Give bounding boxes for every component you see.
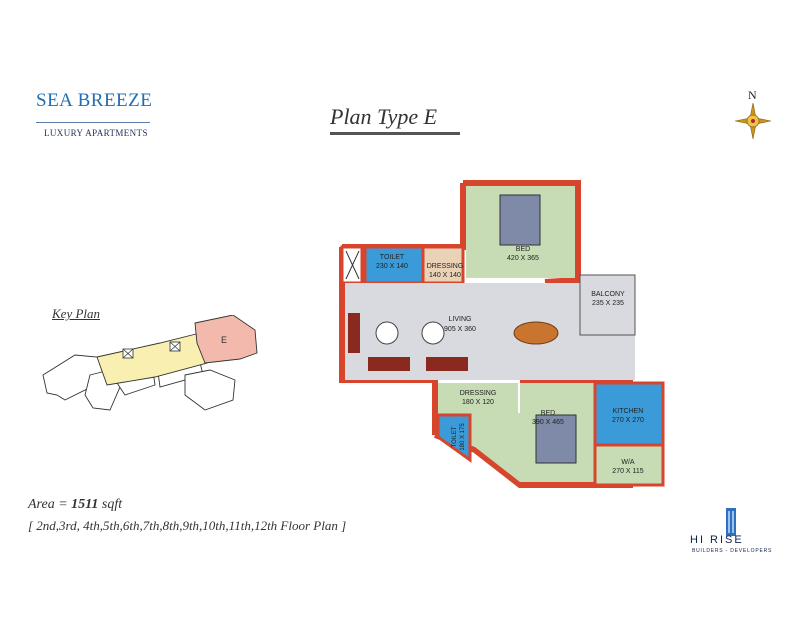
bed2-size: 390 X 465 — [532, 419, 564, 426]
logo-subtitle: LUXURY APARTMENTS — [44, 128, 148, 138]
logo-brand: SEA BREEZE — [36, 90, 153, 111]
bed1-size: 420 X 365 — [507, 255, 539, 262]
toilet1-name: TOILET — [380, 254, 405, 261]
toilet2-room — [436, 413, 472, 463]
plan-title: Plan Type E — [330, 104, 438, 129]
living-name: LIVING — [449, 316, 472, 323]
building-icon — [726, 508, 736, 536]
logo-divider — [36, 122, 150, 123]
floor-plan: TOILET 230 X 140 DRESSING 140 X 140 BED … — [339, 180, 665, 488]
kitchen-name: KITCHEN — [613, 408, 644, 415]
compass-icon — [735, 103, 771, 139]
wa-name: W/A — [621, 459, 635, 466]
key-plan-label: Key Plan — [52, 306, 101, 321]
area-value: 1511 — [71, 497, 99, 512]
living-walls — [342, 183, 466, 250]
hi-rise-logo: HI RISE BUILDERS - DEVELOPERS — [690, 508, 785, 568]
area-prefix: Area = — [28, 497, 72, 512]
living-size: 905 X 360 — [444, 326, 476, 333]
key-plan-unit-marker: E — [221, 335, 227, 345]
toilet2-size: 180 X 175 — [460, 423, 466, 451]
kitchen-size: 270 X 270 — [612, 417, 644, 424]
dressing1-name: DRESSING — [427, 263, 464, 270]
bed2-name: BED — [541, 410, 555, 417]
balcony-room — [579, 274, 636, 336]
wa-size: 270 X 115 — [612, 468, 644, 475]
dressing1-size: 140 X 140 — [429, 272, 461, 279]
toilet1-size: 230 X 140 — [376, 263, 408, 270]
balcony-size: 235 X 235 — [592, 300, 624, 307]
builder-tagline: BUILDERS - DEVELOPERS — [692, 548, 773, 554]
sea-breeze-logo: SEA BREEZE LUXURY APARTMENTS — [30, 88, 158, 140]
dressing2-room — [438, 383, 518, 413]
balcony-name: BALCONY — [591, 291, 625, 298]
floors-text: [ 2nd,3rd, 4th,5th,6th,7th,8th,9th,10th,… — [28, 518, 347, 533]
area-text: Area = 1511 sqft — [28, 497, 122, 513]
bed1-walls — [463, 180, 581, 285]
compass-north-label: N — [748, 88, 757, 102]
area-unit: sqft — [98, 497, 123, 512]
toilet2-name: TOILET — [452, 426, 458, 447]
builder-name: HI RISE — [690, 534, 744, 546]
title-underline — [330, 132, 460, 135]
dressing2-name: DRESSING — [460, 390, 497, 397]
dressing2-size: 180 X 120 — [462, 399, 494, 406]
bed1-name: BED — [516, 246, 530, 253]
key-plan-diagram: E — [42, 315, 258, 411]
